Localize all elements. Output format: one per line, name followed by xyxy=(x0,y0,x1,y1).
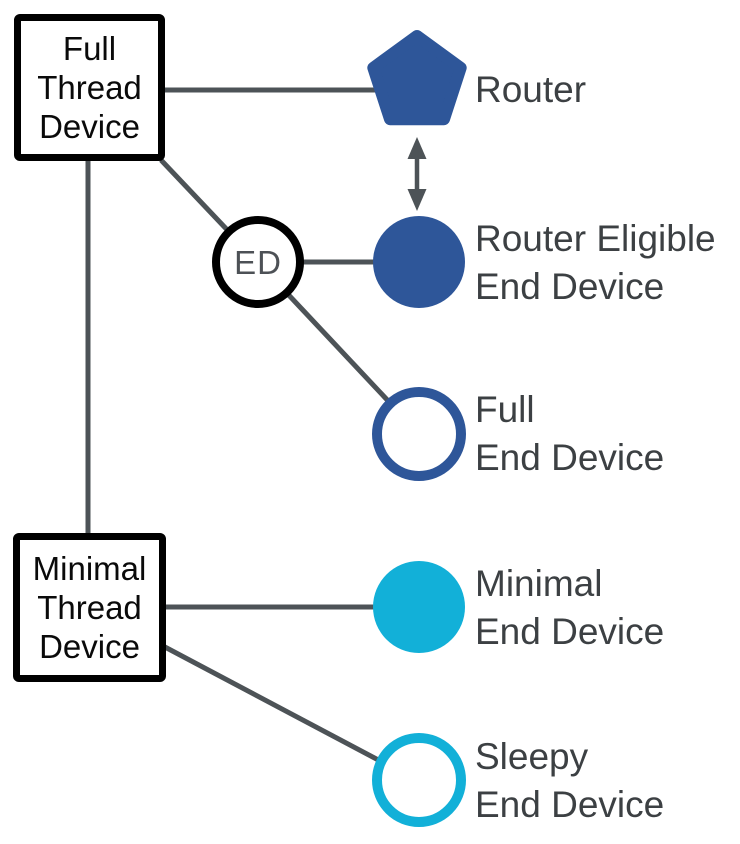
arrowhead-down xyxy=(407,189,427,211)
edge-ed-junction-to-full-end-device xyxy=(282,288,394,407)
bidirectional-arrow xyxy=(407,137,427,211)
minimal-end-device-label: Minimal End Device xyxy=(475,563,665,652)
router-label: Router xyxy=(475,69,587,110)
connection-lines xyxy=(85,87,394,766)
ed-junction-circle xyxy=(212,216,304,308)
router-pentagon xyxy=(367,30,467,126)
edge-minimal-thread-device-to-sleepy-end-device xyxy=(161,643,386,766)
edge-full-thread-device-to-ed-junction xyxy=(159,158,235,238)
full-end-device-circle xyxy=(372,387,466,481)
sleepy-end-device-circle xyxy=(372,733,466,827)
sleepy-end-device-label: Sleepy End Device xyxy=(475,736,665,825)
minimal-thread-device-label: Minimal Thread Device xyxy=(32,550,147,665)
router-eligible-end-device-circle xyxy=(373,216,465,308)
minimal-thread-device-box: Minimal Thread Device xyxy=(13,533,166,682)
full-thread-device-label: Full Thread Device xyxy=(37,30,142,145)
full-end-device-label: Full End Device xyxy=(475,389,665,478)
full-thread-device-box: Full Thread Device xyxy=(14,14,165,161)
router-eligible-end-device-label: Router Eligible End Device xyxy=(475,218,716,307)
minimal-end-device-circle xyxy=(373,561,465,653)
ed-junction-label: ED xyxy=(234,244,282,281)
arrowhead-up xyxy=(407,137,427,159)
